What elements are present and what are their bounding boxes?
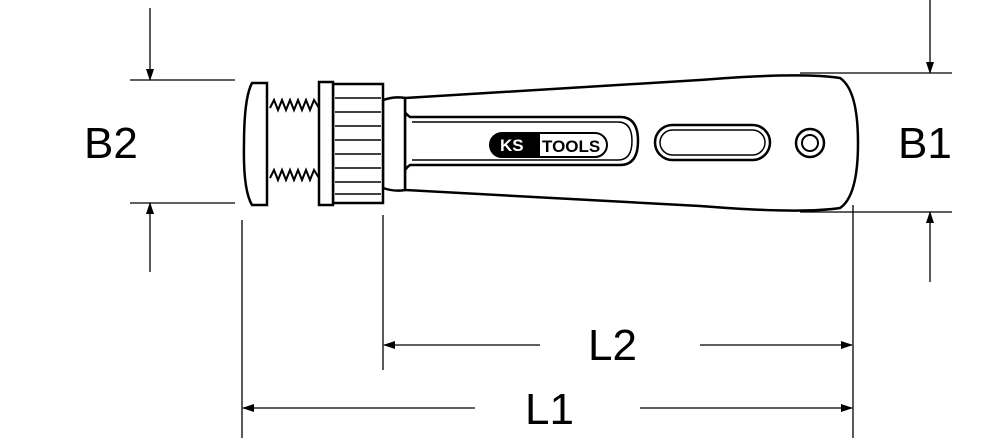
knurled-nut bbox=[331, 82, 385, 205]
washer bbox=[317, 80, 335, 207]
tool-body bbox=[242, 74, 860, 212]
label-b1: B1 bbox=[898, 119, 952, 168]
dimension-lines bbox=[130, 0, 952, 438]
ks-tools-logo: KS TOOLS bbox=[489, 132, 608, 158]
label-l2: L2 bbox=[588, 321, 637, 370]
svg-text:TOOLS: TOOLS bbox=[542, 137, 600, 156]
label-b2: B2 bbox=[84, 119, 138, 168]
svg-text:KS: KS bbox=[500, 136, 524, 155]
label-l1: L1 bbox=[525, 385, 574, 434]
end-disk bbox=[242, 81, 269, 207]
